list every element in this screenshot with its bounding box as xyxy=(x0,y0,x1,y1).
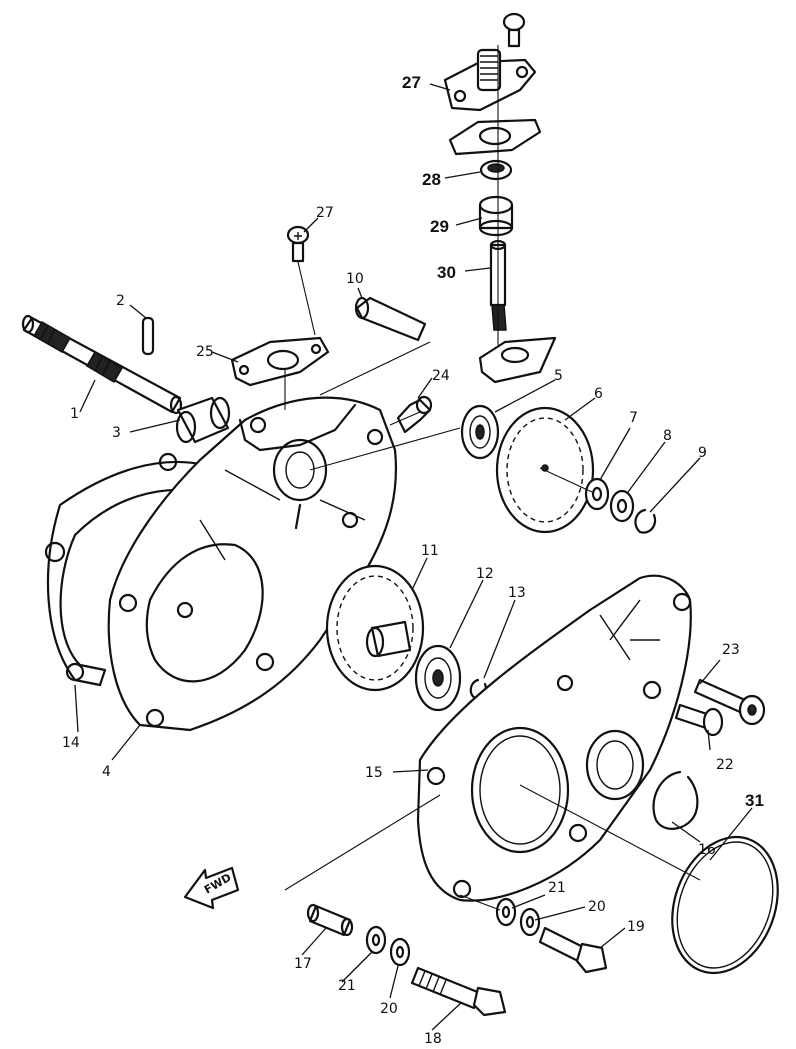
callout-30: 30 xyxy=(437,263,456,282)
seal-28 xyxy=(479,159,513,181)
bushing-29 xyxy=(478,195,514,237)
dowel-pin-17 xyxy=(306,903,354,937)
pin-2 xyxy=(141,316,155,356)
bolt-23 xyxy=(693,678,766,726)
callout-17: 17 xyxy=(294,956,312,972)
callout-5: 5 xyxy=(554,368,563,384)
callout-2: 2 xyxy=(116,293,125,309)
callout-27-top: 27 xyxy=(402,73,421,92)
kick-shaft-1 xyxy=(21,314,183,415)
callout-9: 9 xyxy=(698,445,707,461)
forward-arrow: FWD xyxy=(183,866,240,910)
bolt-18 xyxy=(410,966,507,1017)
callout-31: 31 xyxy=(745,791,764,810)
gear-11 xyxy=(325,564,425,692)
gasket-14 xyxy=(44,452,217,687)
washer-20-upper xyxy=(519,907,541,937)
circlip-16 xyxy=(652,770,699,830)
gasket-25 xyxy=(230,336,330,387)
callout-29: 29 xyxy=(430,217,449,236)
screw-24 xyxy=(396,395,433,434)
o-ring-31 xyxy=(671,835,779,975)
callout-16: 16 xyxy=(698,842,716,858)
callout-18: 18 xyxy=(424,1031,442,1047)
bearing-12 xyxy=(414,644,462,712)
bearing-5 xyxy=(460,404,500,460)
callout-13: 13 xyxy=(508,585,526,601)
washer-20-lower xyxy=(389,937,411,967)
callout-21-upper: 21 xyxy=(548,880,566,896)
callout-11: 11 xyxy=(421,543,439,559)
callout-3: 3 xyxy=(112,425,121,441)
callout-21-lower: 21 xyxy=(338,978,356,994)
screw-27-top xyxy=(502,12,526,48)
callout-19: 19 xyxy=(627,919,645,935)
gasket-top xyxy=(448,118,542,156)
callout-20-upper: 20 xyxy=(588,899,606,915)
callout-1: 1 xyxy=(70,406,79,422)
washer-7 xyxy=(584,477,610,511)
gear-housing-lower xyxy=(478,336,557,384)
washer-8 xyxy=(609,489,635,523)
washer-21-upper xyxy=(495,897,517,927)
callout-12: 12 xyxy=(476,566,494,582)
callout-numbers: 1 2 3 4 5 6 7 8 9 10 11 12 13 14 15 16 1… xyxy=(62,73,764,1047)
callout-14: 14 xyxy=(62,735,80,751)
callout-6: 6 xyxy=(594,386,603,402)
callout-7: 7 xyxy=(629,410,638,426)
assembly-lines xyxy=(284,45,701,911)
callout-27-left: 27 xyxy=(316,205,334,221)
bolt-19 xyxy=(538,926,608,974)
crankcase-cover-4 xyxy=(107,396,397,732)
callout-10: 10 xyxy=(346,271,364,287)
leader-lines xyxy=(74,83,753,1031)
callout-20-lower: 20 xyxy=(380,1001,398,1017)
callout-4: 4 xyxy=(102,764,111,780)
bolt-22 xyxy=(674,703,724,737)
callout-8: 8 xyxy=(663,428,672,444)
housing-27 xyxy=(443,48,537,112)
screw-27-left xyxy=(286,225,310,263)
callout-22: 22 xyxy=(716,757,734,773)
washer-21-lower xyxy=(365,925,387,955)
callout-24: 24 xyxy=(432,368,450,384)
callout-15: 15 xyxy=(365,765,383,781)
callout-25: 25 xyxy=(196,344,214,360)
callout-23: 23 xyxy=(722,642,740,658)
bolt-10 xyxy=(354,296,427,342)
collar-3 xyxy=(175,396,231,444)
callout-28: 28 xyxy=(422,170,441,189)
outer-cover-15 xyxy=(416,574,692,902)
circlip-9 xyxy=(634,508,657,534)
